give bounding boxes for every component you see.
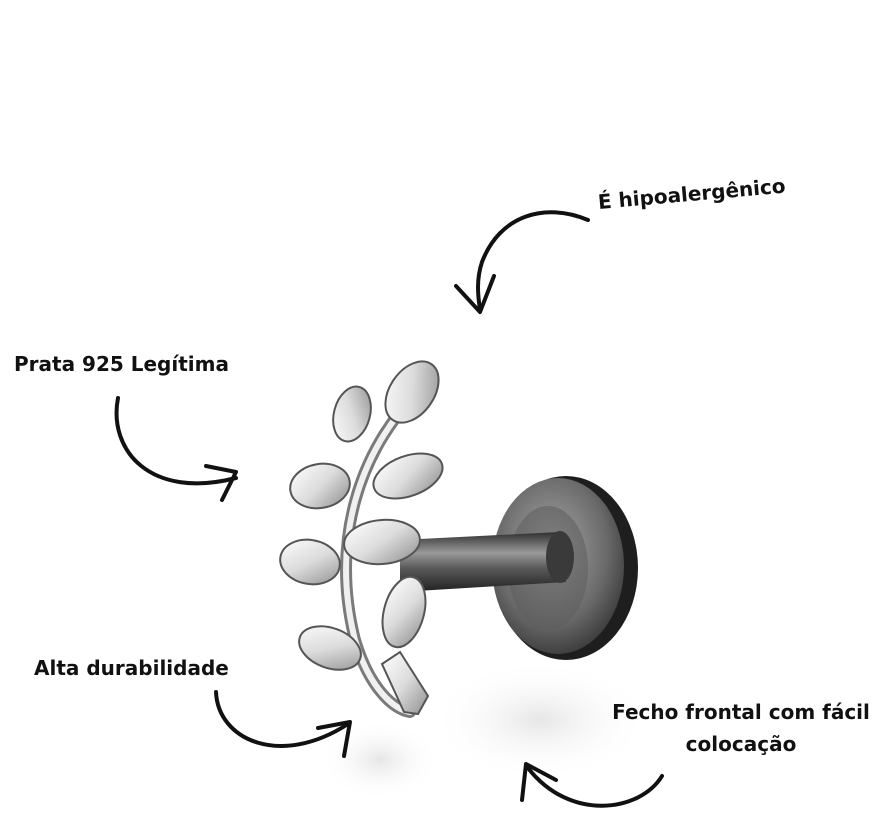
leaf [279, 538, 341, 586]
silver-925-label: Prata 925 Legítima [14, 352, 229, 376]
leaf-branch [279, 360, 444, 716]
leaf [332, 385, 372, 443]
leaf [289, 462, 351, 510]
reflection-shadow [430, 660, 650, 780]
piercing-bar [400, 532, 566, 592]
leaf [372, 452, 444, 500]
curved-arrow-icon [114, 396, 238, 502]
bar-collar [546, 531, 574, 583]
leaf [343, 518, 421, 566]
leaf-stem [343, 389, 421, 715]
leaf [298, 625, 362, 671]
front-closure-label: Fecho frontal com fácil colocação [612, 700, 870, 756]
leaf [381, 575, 427, 649]
curved-arrow-icon [520, 762, 664, 808]
curved-arrow-icon [214, 690, 352, 758]
leaf [380, 650, 430, 716]
durability-label: Alta durabilidade [34, 656, 229, 680]
curved-arrow-icon [454, 210, 590, 314]
leaf [384, 360, 440, 424]
reflection-shadow [320, 720, 440, 800]
